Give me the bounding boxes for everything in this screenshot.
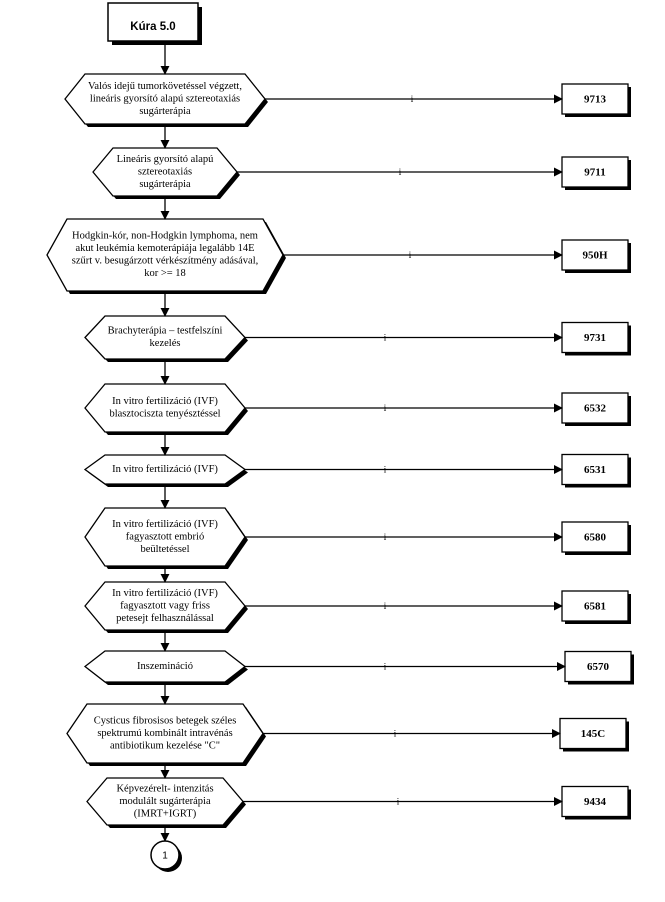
node-label-line: Inszemináció [137,661,193,672]
node-label-line: fagyasztott embrió [126,531,204,542]
decision-node: In vitro fertilizáció (IVF) [83,454,248,487]
node-label-line: Valós idejű tumorkövetéssel végzett, [88,81,242,92]
connector-label: 1 [162,851,168,862]
edge-label: i [384,662,387,672]
code-label: 6580 [584,532,607,544]
code-label: 9713 [584,94,607,106]
node-label-line: Lineáris gyorsító alapú [117,154,215,165]
code-box-frame [561,453,629,486]
edge-label: i [394,729,397,739]
node-label-line: fagyasztott vagy friss [120,600,210,611]
node-label-line: lineáris gyorsító alapú sztereotaxiás [90,93,240,104]
code-box: 9713 [561,83,631,117]
code-box: 9711 [561,156,631,190]
code-box: 6570 [564,650,634,685]
node-label-line: blasztociszta tenyésztéssel [109,409,220,420]
node-label-line: sugárterápia [139,179,191,190]
node-label-line: In vitro fertilizáció (IVF) [112,396,218,407]
code-box: 6581 [561,590,631,624]
node-label-line: Képvezérelt- intenzitás [116,783,213,794]
code-box-frame [561,83,629,115]
node-label-line: kor >= 18 [144,268,186,279]
code-box: 9434 [561,785,631,820]
code-box-frame [561,590,629,622]
node-label-line: Hodgkin-kór, non-Hodgkin lymphoma, nem [72,231,258,242]
code-box-frame [561,392,629,424]
code-label: 9434 [584,796,607,808]
code-box: 9731 [561,321,631,356]
decision-node: In vitro fertilizáció (IVF)fagyasztott v… [84,581,248,633]
code-label: 6570 [587,661,610,673]
code-label: 950H [582,250,608,262]
code-box-frame [561,321,629,354]
steps-layer: Valós idejű tumorkövetéssel végzett,line… [46,73,634,828]
edge-label: i [409,250,412,260]
code-label: 9711 [584,167,605,179]
node-label-line: In vitro fertilizáció (IVF) [112,519,218,530]
node-label-line: modulált sugárterápia [119,796,211,807]
node-label-line: akut leukémia kemoterápiája legalább 14E [75,243,254,254]
node-label-line: spektrumú kombinált intravénás [97,728,232,739]
code-box: 6580 [561,521,631,555]
edge-label: i [399,167,402,177]
code-box-frame [561,156,629,188]
node-label-line: antibiotikum kezelése "C" [110,740,220,751]
code-label: 6581 [584,601,606,613]
edge-label: i [384,532,387,542]
decision-node: Inszemináció [83,650,248,685]
code-label: 9731 [584,332,606,344]
node-label-line: szűrt v. besugárzott vérkészítmény adásá… [72,256,259,267]
edge-label: i [384,465,387,475]
node-label-line: petesejt felhasználással [116,613,214,624]
code-box: 6531 [561,453,631,488]
code-box-frame [559,717,627,750]
decision-node: In vitro fertilizáció (IVF)fagyasztott e… [84,507,248,569]
node-label-line: Cysticus fibrosisos betegek széles [94,715,237,726]
edge-label: i [411,94,414,104]
start-box: Kúra 5.0 [107,2,202,45]
node-label-line: sugárterápia [139,106,191,117]
edges-layer: i i i i i i i i i i i [160,41,566,842]
decision-node: Cysticus fibrosisos betegek széles spektr… [66,703,266,766]
edge-label: i [384,601,387,611]
code-box: 950H [561,239,631,273]
code-label: 6532 [584,403,607,415]
code-box: 145C [559,717,629,752]
code-box: 6532 [561,392,631,426]
code-label: 6531 [584,464,606,476]
decision-node: Hodgkin-kór, non-Hodgkin lymphoma, nemak… [46,218,286,294]
node-label-line: beültetéssel [141,544,190,555]
node-label-line: kezelés [150,338,181,349]
node-label-line: In vitro fertilizáció (IVF) [112,588,218,599]
node-label-line: Brachyterápia – testfelszíni [108,326,223,337]
node-label-line: In vitro fertilizáció (IVF) [112,464,218,475]
edge-label: i [397,797,400,807]
code-box-frame [564,650,632,683]
decision-node: Képvezérelt- intenzitás modulált sugárter… [86,777,246,828]
start-label: Kúra 5.0 [130,21,175,33]
decision-node: Valós idejű tumorkövetéssel végzett,line… [64,73,268,127]
node-label-line: (IMRT+IGRT) [134,808,197,819]
code-label: 145C [581,728,606,740]
offpage-connector: 1 [150,840,182,872]
node-label-line: sztereotaxiás [138,166,192,177]
edge-label: i [384,403,387,413]
edge-label: i [384,333,387,343]
code-box-frame [561,521,629,553]
decision-node: In vitro fertilizáció (IVF) blasztociszta… [84,383,248,435]
